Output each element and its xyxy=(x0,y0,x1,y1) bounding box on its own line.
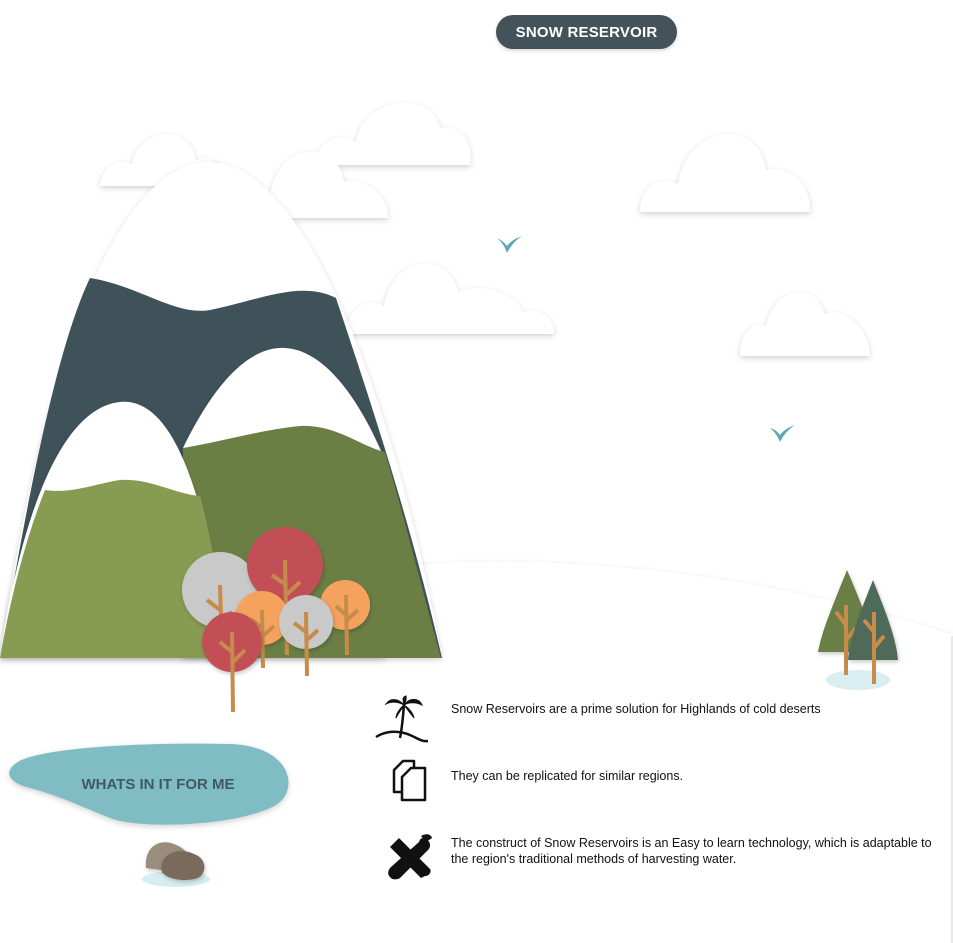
feature-text-prime-solution: Snow Reservoirs are a prime solution for… xyxy=(451,702,821,716)
palm-island-icon xyxy=(375,695,429,743)
tools-icon xyxy=(388,834,432,880)
tree xyxy=(279,595,333,677)
left-hill-green xyxy=(0,479,228,658)
cloud xyxy=(315,102,471,165)
feature-text-replicable: They can be replicated for similar regio… xyxy=(451,769,684,783)
cloud xyxy=(640,133,811,212)
pond xyxy=(9,743,289,825)
tree-cluster xyxy=(182,527,370,713)
tree xyxy=(202,612,262,713)
cloud xyxy=(740,292,870,356)
copy-documents-icon xyxy=(392,759,427,802)
rocks xyxy=(142,842,210,887)
feature-text-easy-to-learn: The construct of Snow Reservoirs is an E… xyxy=(451,836,932,866)
page-title: SNOW RESERVOIR xyxy=(496,15,677,49)
section-label: WHATS IN IT FOR ME xyxy=(81,776,235,793)
clouds xyxy=(100,102,870,356)
bird-icon xyxy=(770,425,795,442)
pine-trees xyxy=(818,570,898,690)
bird-icon xyxy=(497,236,522,253)
cloud xyxy=(345,263,555,334)
